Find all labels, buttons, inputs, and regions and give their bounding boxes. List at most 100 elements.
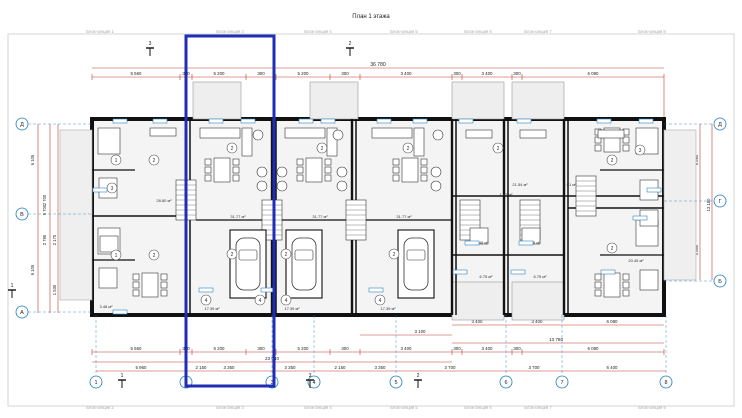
- dining-table: [213, 157, 231, 183]
- chair: [204, 166, 212, 174]
- room-area-label: 31.77 м²: [230, 214, 246, 219]
- room-number: 3: [639, 148, 642, 154]
- section-label-bottom: Блок-секция 3: [216, 405, 244, 410]
- axis-label-bottom: 5: [394, 380, 397, 386]
- dining-table: [401, 157, 419, 183]
- car-windshield-icon: [406, 249, 426, 261]
- dim-text-left: 6 105: [30, 264, 35, 275]
- chair: [392, 158, 400, 166]
- sofa-side: [413, 127, 425, 157]
- dim-text-left: 5 700: [42, 204, 47, 215]
- dim-text-bottom-1: 3 400: [401, 346, 413, 351]
- dining-table: [305, 157, 323, 183]
- dim-text-bottom-2: 3 350: [375, 365, 387, 370]
- room-area-label: 5.48 м²: [528, 240, 542, 245]
- section-label-top: Блок-секция 1: [86, 29, 114, 34]
- chair: [392, 174, 400, 182]
- chair: [594, 273, 602, 281]
- dim-text-bottom-1: 300: [513, 346, 521, 351]
- stool: [430, 180, 442, 192]
- axis-bubble: [659, 375, 673, 389]
- stool: [336, 180, 348, 192]
- room-number-circle: [148, 249, 160, 261]
- window-tag: [464, 240, 480, 246]
- axis-bubble: [307, 375, 321, 389]
- section-cut-label: 3: [309, 373, 312, 379]
- chair: [622, 136, 630, 144]
- sofa: [199, 127, 241, 139]
- room-number-circle: [388, 248, 400, 260]
- chair: [622, 273, 630, 281]
- dim-text-top: 300: [341, 71, 349, 76]
- kitchen-counter: [465, 129, 493, 139]
- chair: [420, 174, 428, 182]
- section-label-bottom: Блок-секция 7: [524, 405, 552, 410]
- window-tag: [198, 287, 214, 293]
- room-number: 2: [153, 253, 156, 259]
- section-cut-label: 2: [417, 373, 420, 379]
- dim-text-top: 300: [257, 71, 265, 76]
- room-number-circle: [402, 142, 414, 154]
- room-number: 4: [205, 298, 208, 304]
- garage-cars: [229, 229, 435, 299]
- stool: [276, 180, 288, 192]
- chair: [232, 166, 240, 174]
- room-number: 1: [115, 253, 118, 259]
- room-number-circle: [254, 294, 266, 306]
- dim-text-right: 5 880: [694, 244, 699, 255]
- window-tag: [112, 309, 128, 315]
- window-tag: [596, 118, 612, 124]
- sheet-frame: [7, 33, 735, 407]
- chair: [296, 174, 304, 182]
- room-area-label: 3.48 м²: [100, 304, 114, 309]
- chair: [232, 158, 240, 166]
- window-tags: [92, 118, 662, 315]
- porch-upper-3: [451, 81, 505, 120]
- chair: [204, 174, 212, 182]
- terrace-right: [663, 129, 697, 281]
- dim-text-bottom-b: 3 400: [532, 319, 544, 324]
- room-area-label: 28.80 м²: [156, 198, 172, 203]
- chair: [160, 281, 168, 289]
- dining-table: [141, 272, 159, 298]
- dim-text-left: 2 795: [42, 234, 47, 245]
- selection-highlight[interactable]: [184, 34, 276, 388]
- axis-bubble: [89, 375, 103, 389]
- dim-text-top: 300: [513, 71, 521, 76]
- axis-bubble: [15, 117, 29, 131]
- dining-table: [603, 272, 621, 298]
- axis-label-right: Г: [719, 199, 722, 205]
- window-tag: [600, 269, 616, 275]
- window-tag: [298, 118, 314, 124]
- window-tag: [516, 118, 532, 124]
- room-number-circle: [492, 142, 504, 154]
- dim-text-top: 300: [453, 71, 461, 76]
- room-number: 3: [111, 186, 114, 192]
- room-area-label: 6.75 м²: [480, 274, 494, 279]
- window-tag: [518, 240, 534, 246]
- room-number: 4: [379, 298, 382, 304]
- window-tag: [208, 118, 224, 124]
- chair: [160, 289, 168, 297]
- armchair: [332, 129, 344, 141]
- window-tag: [376, 118, 392, 124]
- dim-text-bottom-total2: 23 040: [265, 356, 279, 361]
- axis-bubble: [499, 375, 513, 389]
- section-label-bottom: Блок-секция 9: [638, 405, 666, 410]
- room-number: 4: [259, 298, 262, 304]
- dim-text-left: 2 170: [52, 234, 57, 245]
- dim-text-bottom-2: 5 960: [136, 365, 148, 370]
- section-cut-label: 1: [11, 283, 14, 289]
- room-number-circle: [226, 248, 238, 260]
- room-number-circle: [200, 294, 212, 306]
- axis-label-bottom: 7: [560, 380, 563, 386]
- room-number: 2: [611, 158, 614, 164]
- room-area-label: 20.45 м²: [628, 258, 644, 263]
- bed: [98, 267, 118, 289]
- room-number: 2: [393, 252, 396, 258]
- axis-bubble: [555, 375, 569, 389]
- room-area-label: 5.48 м²: [476, 240, 490, 245]
